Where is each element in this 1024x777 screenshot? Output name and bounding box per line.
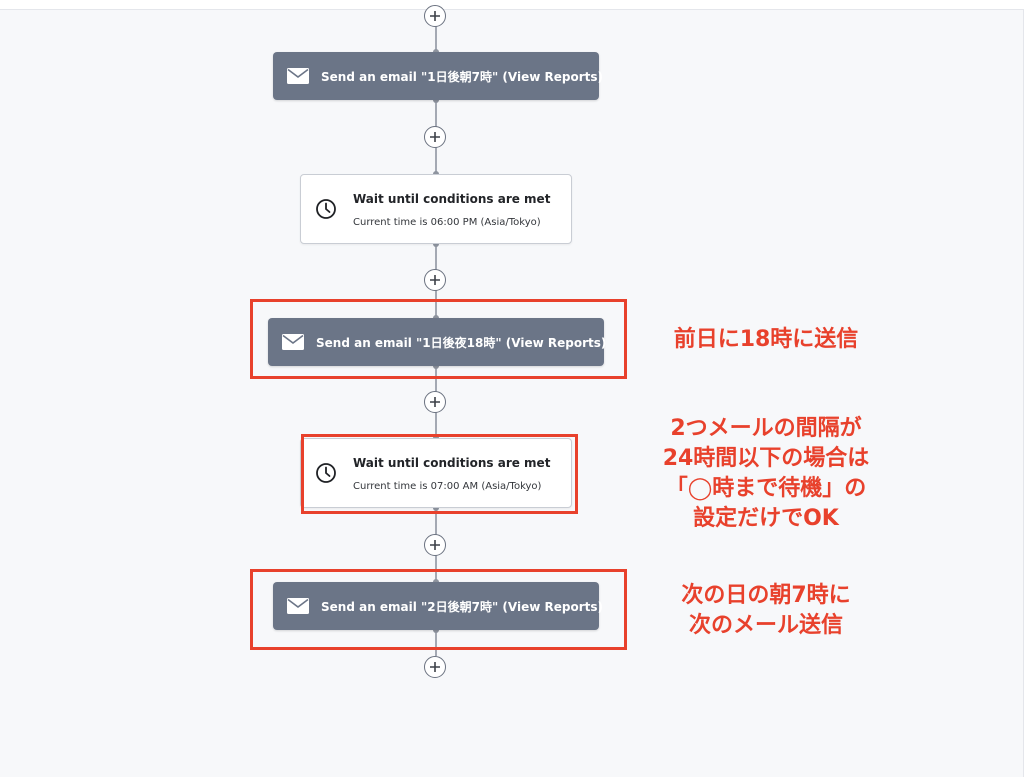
plus-icon [430,11,440,21]
plus-icon [430,662,440,672]
email-node-label: Send an email "2日後朝7時" (View Reports) [321,599,604,614]
wait-node-title: Wait until conditions are met [353,456,551,470]
annotation-note: 前日に18時に送信 [673,327,859,352]
connector-dot [433,97,439,103]
connector [435,630,437,656]
mail-icon [287,598,309,614]
send-email-node[interactable]: Send an email "2日後朝7時" (View Reports) [273,582,603,630]
email-node-label: Send an email "1日後朝7時" (View Reports) [321,69,604,84]
wait-condition-node[interactable]: Wait until conditions are met Current ti… [300,174,572,244]
connector-dot [433,241,439,247]
email-node-label: Send an email "1日後夜18時" (View Reports) [316,335,607,350]
top-bar [0,0,1024,10]
clock-icon [316,463,336,483]
add-step-button[interactable] [424,269,446,291]
plus-icon [430,397,440,407]
connector [435,10,437,52]
plus-icon [430,540,440,550]
add-step-button[interactable] [424,126,446,148]
plus-icon [430,275,440,285]
add-step-button[interactable] [424,5,446,27]
mail-icon [282,334,304,350]
add-step-button[interactable] [424,534,446,556]
mail-icon [287,68,309,84]
add-step-button[interactable] [424,391,446,413]
send-email-node[interactable]: Send an email "1日後朝7時" (View Reports) [273,52,603,100]
connector-dot [433,363,439,369]
plus-icon [430,132,440,142]
add-step-button[interactable] [424,656,446,678]
send-email-node[interactable]: Send an email "1日後夜18時" (View Reports) [268,318,607,366]
annotation-note: 次の日の朝7時に 次のメール送信 [681,583,851,638]
connector-dot [433,505,439,511]
connector-dot [433,627,439,633]
wait-condition-node[interactable]: Wait until conditions are met Current ti… [300,438,572,508]
wait-node-subtitle: Current time is 07:00 AM (Asia/Tokyo) [353,481,542,492]
wait-node-title: Wait until conditions are met [353,192,551,206]
wait-node-subtitle: Current time is 06:00 PM (Asia/Tokyo) [353,217,541,228]
annotation-note: 2つメールの間隔が 24時間以下の場合は 「◯時まで待機」の 設定だけでOK [662,416,870,531]
clock-icon [316,199,336,219]
